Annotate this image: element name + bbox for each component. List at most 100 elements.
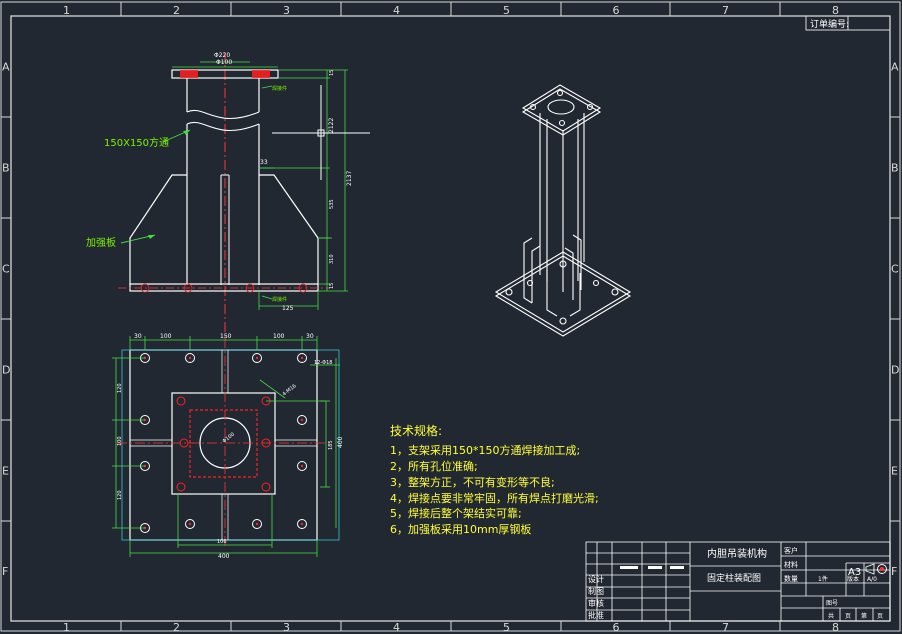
- plan-hole: [252, 519, 262, 529]
- title-block-frame: [585, 541, 891, 622]
- break-line-lower: [186, 121, 260, 131]
- projection-symbol-icon: [865, 563, 887, 575]
- weld-top-leader: [261, 85, 273, 89]
- spec-heading: 技术规格:: [390, 423, 442, 438]
- zone-row-label-right: F: [891, 565, 897, 578]
- zone-col-label-bottom: 5: [503, 621, 510, 634]
- weld-top-label: 焊接件: [272, 85, 287, 92]
- plan-hole-center: [300, 356, 304, 360]
- plan-hole-center: [255, 522, 259, 526]
- plan-top-dim: 100: [273, 333, 285, 340]
- tb-mark-2: [648, 566, 662, 569]
- title-block: [585, 541, 891, 622]
- zone-row-label-right: E: [891, 465, 898, 478]
- plan-hole-center: [188, 356, 192, 360]
- iso-base-hole-5: [592, 279, 600, 287]
- zone-row-label-right: C: [891, 263, 899, 276]
- plan-hole: [297, 415, 307, 425]
- zone-col-label-top: 1: [63, 4, 70, 17]
- zone-col-label-bottom: 4: [393, 621, 400, 634]
- tb-qty-label: 数量: [784, 574, 798, 583]
- zone-row-label-right: D: [891, 364, 899, 377]
- left-gusset: [129, 174, 187, 285]
- zone-row-label-left: D: [2, 364, 10, 377]
- plan-hole-center: [188, 522, 192, 526]
- zone-row-label-left: F: [2, 565, 8, 578]
- plan-hole-label: 12-Φ18: [314, 360, 332, 366]
- cad-crosshair: [272, 85, 370, 180]
- title-block-marks: [620, 566, 684, 569]
- right-gusset: [259, 174, 319, 285]
- zone-row-label-right: B: [891, 162, 899, 175]
- zone-col-label-top: 3: [283, 4, 290, 17]
- plan-top-dim: 150: [220, 333, 232, 340]
- iso-gusset-left: [523, 237, 533, 304]
- plan-dim-400-right: 400: [337, 436, 344, 448]
- zone-row-label-left: B: [2, 162, 10, 175]
- tb-role-review: 审核: [588, 598, 604, 608]
- spec-line-6: 6，加强板采用10mm厚钢板: [390, 522, 531, 536]
- iso-top-flange: [521, 84, 602, 132]
- plan-hole: [185, 519, 195, 529]
- dim-2122: 2122: [328, 118, 335, 133]
- iso-base-hole-6: [526, 279, 534, 287]
- title-block-text: 内胆吊装机构 固定柱装配图 客户 材料 数量 1件 版本 A/0 图号 A3 设…: [588, 546, 883, 620]
- break-line-upper: [186, 109, 260, 119]
- iso-gusset-right-inner: [564, 247, 574, 300]
- tb-sheet-total: 共: [828, 612, 834, 620]
- tb-project: 内胆吊装机构: [707, 547, 767, 560]
- base-plate: [129, 283, 319, 292]
- zone-row-label-left: A: [2, 61, 10, 74]
- plan-dimension-lines: [112, 336, 340, 557]
- zone-row-label-right: A: [891, 61, 899, 74]
- rib-label: 加强板: [86, 236, 116, 249]
- plan-hole: [252, 353, 262, 363]
- zone-col-label-bottom: 7: [722, 621, 729, 634]
- plan-rib-lines: [130, 350, 317, 540]
- iso-flange-hole-3: [586, 103, 594, 111]
- zone-col-label-bottom: 6: [613, 621, 620, 634]
- dim-top-outer: Φ220: [214, 52, 230, 59]
- dim-15-top: 15: [329, 70, 335, 76]
- spec-line-4: 4，焊接点要非常牢固，所有焊点打磨光滑;: [390, 491, 599, 505]
- plan-hole-center: [300, 522, 304, 526]
- technical-specification: 技术规格: 1，支架采用150*150方通焊接加工成; 2，所有孔位准确; 3，…: [390, 423, 599, 536]
- tb-customer-label: 客户: [784, 546, 798, 555]
- dim-2137: 2137: [346, 171, 353, 186]
- plan-column-plate: [171, 392, 276, 495]
- top-flange: [171, 69, 279, 79]
- plan-dim-400-bottom: 400: [218, 553, 230, 560]
- iso-flange-hole-1: [529, 103, 537, 111]
- zone-col-label-top: 6: [613, 4, 620, 17]
- base-bolt-1: [140, 283, 150, 293]
- top-flange-hatch-left: [180, 70, 198, 78]
- dim-33: 33: [260, 159, 268, 166]
- tb-sheet-page-2: 页: [877, 613, 883, 620]
- top-flange-hatch-right: [252, 70, 270, 78]
- plan-hole: [297, 353, 307, 363]
- plan-top-dim: 30: [306, 333, 314, 340]
- tb-material-label: 材料: [784, 560, 798, 569]
- zone-col-label-top: 2: [173, 4, 180, 17]
- order-number-label: 订单编号:: [810, 18, 849, 30]
- spec-line-1: 1，支架采用150*150方通焊接加工成;: [390, 443, 580, 457]
- isometric-view: [494, 84, 632, 337]
- base-bolt-markers: [140, 283, 308, 293]
- tb-sheet-page-1: 页: [845, 613, 851, 620]
- dim-125: 125: [282, 305, 294, 312]
- dim-top-inner: Φ100: [216, 59, 232, 66]
- vertical-dimension-chain: [258, 69, 348, 310]
- iso-gusset-front-right: [569, 273, 581, 317]
- iso-flange-hole-4: [558, 119, 566, 127]
- dim-15-bottom: 15: [329, 283, 335, 289]
- spec-line-2: 2，所有孔位准确;: [390, 459, 478, 473]
- zone-col-label-bottom: 1: [63, 621, 70, 634]
- iso-base-hole-3: [611, 288, 619, 296]
- plan-dim-106: 106: [217, 539, 227, 545]
- tb-version-value: A/0: [867, 576, 877, 583]
